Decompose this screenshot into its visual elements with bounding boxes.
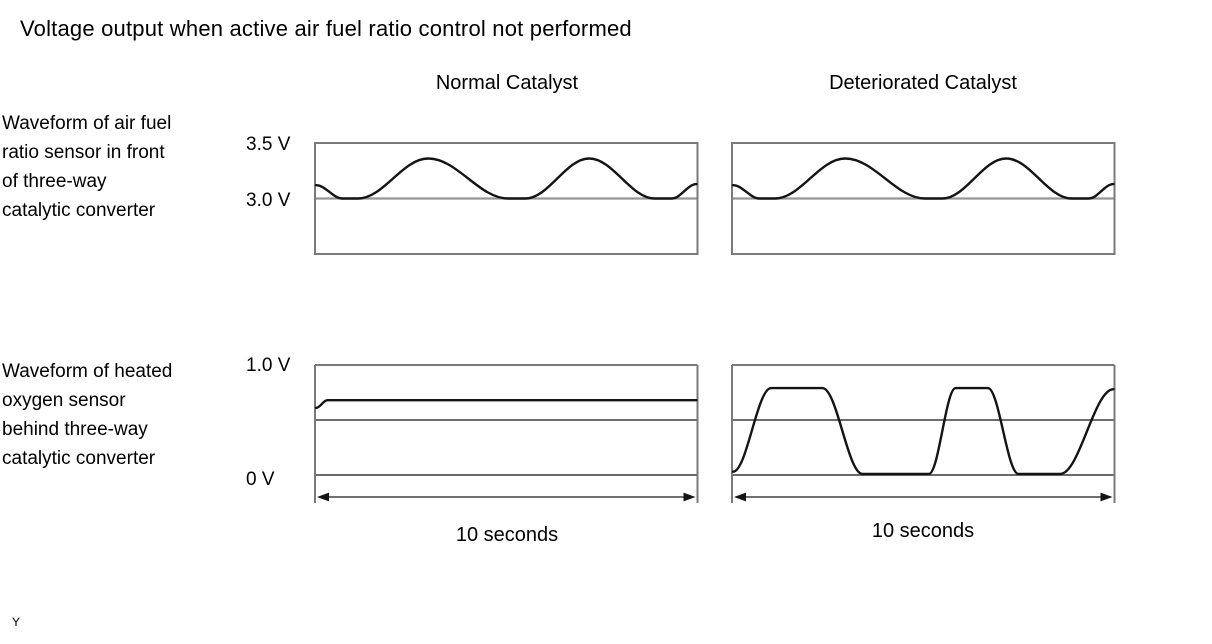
- y-axis-label-3-0v: 3.0 V: [246, 190, 291, 211]
- diagram-title: Voltage output when active air fuel rati…: [20, 16, 632, 41]
- row-label-air-fuel-sensor: Waveform of air fuel ratio sensor in fro…: [2, 109, 252, 225]
- waveform-panel-deteriorated-air-fuel: [731, 142, 1116, 255]
- y-axis-label-3-5v: 3.5 V: [246, 134, 291, 155]
- y-axis-label-0v: 0 V: [246, 469, 275, 490]
- row-label-line: catalytic converter: [2, 448, 156, 469]
- plot-box: [314, 142, 699, 255]
- waveform-path: [731, 386, 1115, 476]
- row-label-line: Waveform of air fuel: [2, 113, 172, 134]
- waveform-path: [314, 399, 698, 410]
- x-axis-duration-label-right: 10 seconds: [871, 520, 975, 542]
- arrowhead-right: [1100, 492, 1113, 502]
- y-axis-label-1-0v: 1.0 V: [246, 355, 291, 376]
- row-label-line: oxygen sensor: [2, 390, 126, 411]
- arrowhead-right: [683, 492, 696, 502]
- row-label-line: of three-way: [2, 171, 107, 192]
- waveform-panel-normal-air-fuel: [314, 142, 699, 255]
- row-label-heated-oxygen-sensor: Waveform of heated oxygen sensor behind …: [2, 357, 252, 473]
- row-label-line: behind three-way: [2, 419, 148, 440]
- footer-mark-y: Y: [12, 615, 21, 629]
- waveform-panel-normal-oxygen-sensor: [314, 364, 699, 503]
- waveform-path: [314, 157, 698, 200]
- arrowhead-left: [734, 492, 746, 502]
- column-header-normal-catalyst: Normal Catalyst: [435, 72, 579, 94]
- row-label-line: catalytic converter: [2, 200, 156, 221]
- row-label-line: Waveform of heated: [2, 361, 173, 382]
- waveform-panel-deteriorated-oxygen-sensor: [731, 364, 1116, 503]
- x-axis-duration-label-left: 10 seconds: [455, 524, 559, 546]
- waveform-path: [731, 157, 1115, 200]
- plot-box: [731, 142, 1116, 255]
- arrowhead-left: [317, 492, 329, 502]
- column-header-deteriorated-catalyst: Deteriorated Catalyst: [829, 72, 1017, 94]
- row-label-line: ratio sensor in front: [2, 142, 165, 163]
